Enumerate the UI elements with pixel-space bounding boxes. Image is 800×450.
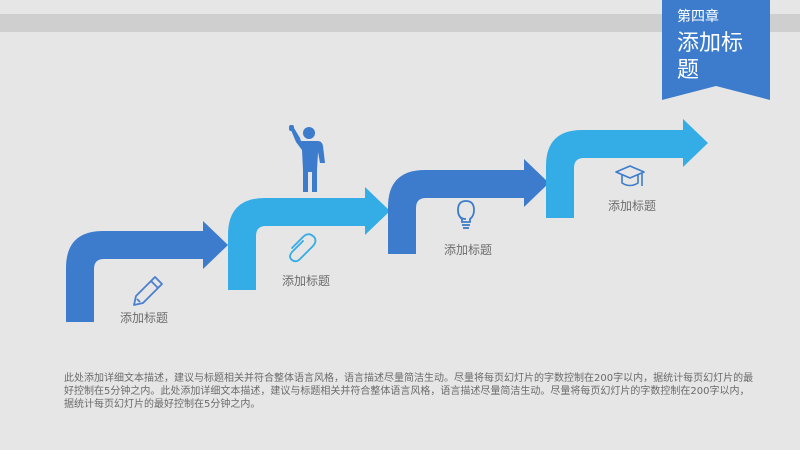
pencil-icon bbox=[133, 276, 163, 306]
chapter-banner: 第四章 添加标题 bbox=[662, 0, 770, 100]
step-arrow-2 bbox=[228, 187, 390, 290]
top-bar bbox=[0, 14, 800, 32]
chapter-label: 第四章 bbox=[677, 9, 719, 25]
chapter-title: 添加标题 bbox=[677, 31, 744, 83]
step-arrow-3 bbox=[388, 159, 549, 254]
step-label-3: 添加标题 bbox=[444, 243, 493, 257]
step-arrow-1 bbox=[66, 221, 228, 322]
step-label-4: 添加标题 bbox=[608, 199, 657, 213]
graduation-cap-icon bbox=[615, 165, 645, 187]
step-label-2: 添加标题 bbox=[282, 274, 331, 288]
step-label-1: 添加标题 bbox=[120, 311, 169, 325]
lightbulb-icon bbox=[457, 200, 475, 229]
paperclip-icon bbox=[289, 233, 317, 263]
step-arrow-4 bbox=[546, 119, 708, 218]
description-text: 此处添加详细文本描述，建议与标题相关并符合整体语言风格，语言描述尽量简洁生动。尽… bbox=[64, 373, 754, 410]
person-waving-icon bbox=[289, 125, 325, 192]
